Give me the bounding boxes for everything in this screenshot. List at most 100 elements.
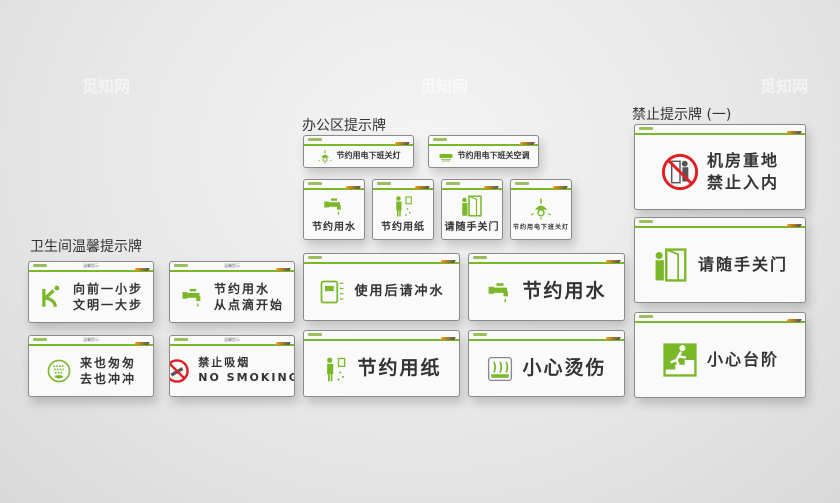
sign-text: 节约用电下班关空调 (458, 151, 530, 162)
sign-text-line: 节约用水 (522, 280, 607, 303)
sign-header (429, 136, 538, 144)
sign-header (442, 180, 502, 188)
accent-stripe (373, 188, 433, 190)
sign-text-line: 从点滴开始 (213, 298, 284, 312)
sign-header-text: 温馨提示 (224, 337, 240, 342)
sign-text: 节约用纸 (381, 221, 425, 235)
sign-text-line: 去也冲冲 (79, 372, 136, 386)
sign-mind-step: 小心台阶 (634, 312, 806, 398)
sign-text: 请随手关门 (445, 221, 500, 235)
sign-text: 节约用水 (522, 279, 606, 305)
sign-text: 小心烫伤 (522, 356, 606, 382)
lamp-icon (317, 149, 332, 164)
sign-faucet: 节约用水 (303, 179, 365, 240)
sign-header (469, 331, 624, 339)
accent-stripe (511, 188, 571, 190)
sign-close-door: 请随手关门 (634, 217, 806, 303)
accent-stripe (170, 270, 294, 272)
sign-header (635, 125, 805, 133)
faucet-icon (489, 283, 509, 303)
sign-text-line: 机房重地 (706, 151, 779, 171)
accent-stripe (29, 270, 153, 272)
logo (174, 264, 188, 267)
sign-text-line: 禁止入内 (706, 173, 779, 192)
logo (174, 338, 188, 341)
sign-text-line: 节约用纸 (357, 356, 442, 379)
sign-header-text: 温馨提示 (224, 263, 240, 268)
logo (308, 256, 322, 259)
sign-paper-towel: 节约用纸 (303, 330, 460, 397)
watermark: 觅知网 (760, 77, 809, 96)
accent-stripe (469, 339, 624, 341)
logo (639, 220, 653, 223)
logo (308, 182, 322, 185)
group-title-prohibition: 禁止提示牌 (一) (632, 107, 732, 123)
sign-text-line: 小心台阶 (706, 350, 779, 370)
sign-faucet: 温馨提示 节约用水从点滴开始 (169, 261, 295, 323)
air-conditioner-icon (439, 153, 452, 161)
sign-flush: 温馨提示 来也匆匆去也冲冲 (28, 335, 154, 397)
sign-text: 向前一小步文明一大步 (73, 281, 143, 313)
step-forward-icon (42, 285, 60, 307)
logo (473, 333, 487, 336)
accent-stripe (635, 133, 805, 135)
sign-no-entry: 机房重地禁止入内 (634, 124, 806, 210)
flush-button-icon (321, 280, 344, 304)
no-smoking-icon (170, 359, 190, 383)
sign-text-line: 禁止吸烟 (198, 356, 251, 370)
sign-text-line: 向前一小步 (72, 281, 143, 296)
logo (33, 264, 47, 267)
watermark: 觅知网 (82, 77, 131, 96)
accent-stripe (469, 262, 624, 264)
sign-text-line: NO SMOKING (198, 371, 295, 384)
sign-text-line: 文明一大步 (72, 298, 143, 312)
sign-text-line: 小心烫伤 (522, 356, 607, 379)
sign-header-text: 温馨提示 (83, 263, 99, 268)
sign-header: 温馨提示 (170, 262, 294, 270)
logo (308, 333, 322, 336)
close-door-icon (655, 248, 687, 282)
accent-stripe (304, 188, 364, 190)
accent-stripe (304, 144, 413, 146)
sign-step-forward: 温馨提示 向前一小步文明一大步 (28, 261, 154, 323)
sign-header (635, 313, 805, 321)
sign-header-text: 温馨提示 (83, 337, 99, 342)
accent-stripe (29, 344, 153, 346)
sign-header: 温馨提示 (29, 262, 153, 270)
close-door-icon (462, 195, 482, 217)
hot-water-icon (488, 356, 513, 381)
sign-text: 机房重地禁止入内 (707, 150, 779, 193)
sign-header (304, 180, 364, 188)
accent-stripe (429, 144, 538, 146)
paper-towel-icon (396, 196, 412, 217)
sign-text-line: 节约用电下班关灯 (336, 151, 401, 161)
sign-flush-button: 使用后请冲水 (303, 253, 460, 321)
sign-text-line: 节约用纸 (381, 222, 425, 234)
sign-text-line: 节约用水 (312, 222, 356, 234)
sign-lamp: 节约用电下班关灯 (303, 135, 414, 168)
sign-header (304, 331, 459, 339)
sign-text: 节约用水从点滴开始 (214, 281, 284, 313)
sign-header (511, 180, 571, 188)
accent-stripe (304, 262, 459, 264)
lamp-icon (530, 198, 552, 220)
sign-text: 小心台阶 (707, 349, 779, 371)
accent-stripe (635, 226, 805, 228)
sign-paper-towel: 节约用纸 (372, 179, 434, 240)
sign-lamp: 节约用电下班关灯 (510, 179, 572, 240)
logo (473, 256, 487, 259)
sign-text-line: 请随手关门 (697, 255, 788, 275)
sign-header (304, 136, 413, 144)
sign-text: 节约用电下班关灯 (337, 151, 401, 162)
sign-header (304, 254, 459, 262)
logo (446, 182, 460, 185)
sign-header (635, 218, 805, 226)
sign-header: 温馨提示 (29, 336, 153, 344)
logo (308, 138, 322, 141)
logo (377, 182, 391, 185)
sign-hot-water: 小心烫伤 (468, 330, 625, 397)
sign-text-line: 节约用电下班关空调 (457, 151, 530, 161)
faucet-icon (324, 198, 341, 216)
